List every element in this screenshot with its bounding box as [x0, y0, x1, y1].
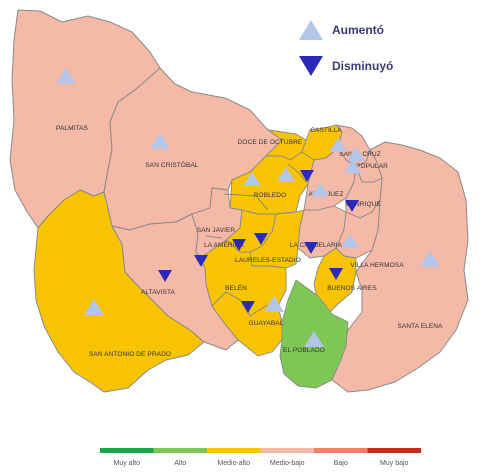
- down-triangle-icon: [299, 56, 323, 76]
- trend-marker-aranjuez: [311, 183, 329, 197]
- label-popular: POPULAR: [356, 163, 388, 170]
- legend-label-medio-bajo: Medio-bajo: [270, 460, 305, 467]
- trend-marker-la-america: [232, 239, 246, 251]
- key-down-label: Disminuyó: [332, 59, 393, 73]
- trend-marker-altavista: [158, 270, 172, 282]
- label-san-cristobal: SAN CRISTÓBAL: [145, 160, 199, 169]
- label-villa-hermosa: VILLA HERMOSA: [350, 262, 404, 269]
- legend-label-bajo: Bajo: [334, 460, 348, 467]
- trend-marker-san-cristobal: [150, 133, 170, 149]
- label-san-javier: SAN JAVIER: [197, 227, 236, 234]
- trend-marker-castilla: [329, 138, 347, 152]
- legend-label-muy-alto: Muy alto: [114, 460, 141, 467]
- legend-label-muy-bajo: Muy bajo: [380, 460, 409, 467]
- legend-swatch-medio-alto: [207, 448, 261, 453]
- legend-swatch-bajo: [314, 448, 368, 453]
- trend-marker-san-javier: [194, 255, 208, 267]
- label-la-america: LA AMÉRICA: [204, 240, 244, 249]
- label-santa-elena: SANTA ELENA: [397, 323, 443, 330]
- trend-marker-castilla-extra: [300, 170, 314, 182]
- up-triangle-icon: [299, 20, 323, 40]
- label-san-antonio-de-prado: SAN ANTONIO DE PRADO: [89, 351, 171, 358]
- trend-marker-guayabal: [241, 301, 255, 313]
- label-altavista: ALTAVISTA: [141, 289, 176, 296]
- trend-marker-manrique: [345, 200, 359, 212]
- trend-marker-santa-elena: [420, 251, 440, 267]
- label-guayabal: GUAYABAL: [249, 320, 284, 327]
- label-palmitas: PALMITAS: [56, 125, 89, 132]
- trend-key: Aumentó Disminuyó: [299, 20, 393, 76]
- trend-marker-robledo: [243, 172, 261, 186]
- region-belen: [199, 239, 287, 317]
- trend-marker-san-antonio-de-prado: [84, 299, 104, 315]
- trend-marker-belen: [264, 296, 284, 312]
- color-legend: Muy alto Alto Medio-alto Medio-bajo Bajo Muy …: [100, 448, 421, 467]
- label-doce-de-octubre: DOCE DE OCTUBRE: [238, 139, 303, 146]
- trend-marker-laureles-estadio: [254, 233, 268, 245]
- legend-swatch-muy-alto: [100, 448, 154, 453]
- trend-marker-el-poblado: [304, 331, 324, 347]
- label-robledo: ROBLEDO: [254, 192, 287, 199]
- legend-swatch-medio-bajo: [260, 448, 314, 453]
- trend-marker-buenos-aires: [329, 268, 343, 280]
- legend-swatch-alto: [153, 448, 207, 453]
- label-laureles-estadio: LAURELES-ESTADIO: [235, 257, 301, 264]
- trend-marker-doce-de-octubre: [277, 167, 295, 181]
- trend-marker-la-candelaria: [304, 242, 318, 254]
- trend-marker-villa-hermosa: [341, 234, 359, 248]
- trend-marker-palmitas: [56, 68, 76, 84]
- label-la-candelaria: LA CANDELARIA: [290, 242, 343, 249]
- label-belen: BELÉN: [225, 283, 247, 292]
- trend-marker-santa-cruz: [347, 147, 365, 161]
- label-manrique: MANRIQUE: [345, 201, 381, 208]
- legend-label-medio-alto: Medio-alto: [217, 460, 250, 467]
- label-buenos-aires: BUENOS AIRES: [327, 285, 377, 292]
- label-castilla: CASTILLA: [310, 127, 342, 134]
- legend-swatch-muy-bajo: [367, 448, 421, 453]
- trend-marker-popular: [344, 159, 362, 173]
- legend-label-alto: Alto: [174, 460, 186, 467]
- region-buenos-aires: [313, 247, 357, 315]
- label-el-poblado: EL POBLADO: [283, 347, 325, 354]
- key-up-label: Aumentó: [332, 23, 384, 37]
